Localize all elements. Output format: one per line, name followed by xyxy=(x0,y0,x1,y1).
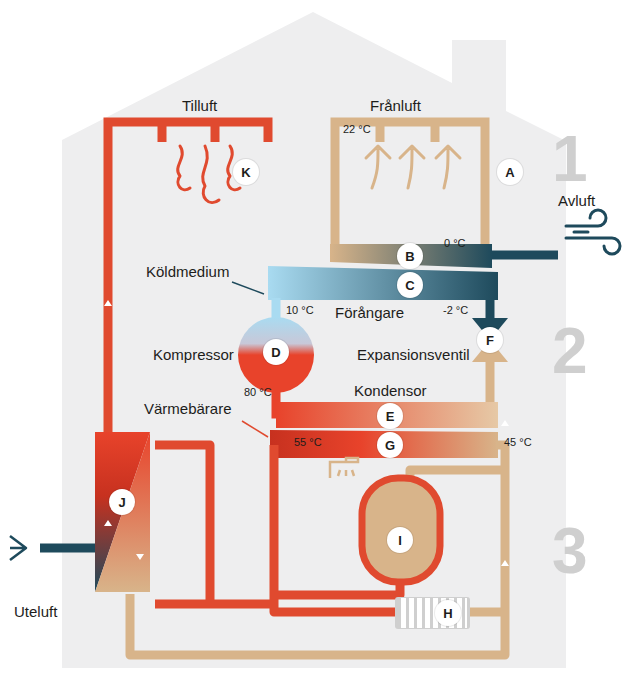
section-number: 2 xyxy=(552,315,588,389)
temperature: 10 °C xyxy=(286,304,314,317)
label-text: Kompressor xyxy=(153,346,234,363)
callout-circle: I xyxy=(387,527,413,553)
callout-circle: A xyxy=(497,159,523,185)
section-number: 1 xyxy=(552,123,588,197)
temperature: 45 °C xyxy=(504,436,532,449)
temperature: 0 °C xyxy=(444,237,466,250)
callout-letter: B xyxy=(405,250,414,263)
section-number: 3 xyxy=(552,515,588,589)
callout-letter: H xyxy=(443,607,452,620)
callout-letter: J xyxy=(118,496,125,509)
label-text: Förångare xyxy=(335,304,404,321)
label-text: Expansionsventil xyxy=(357,346,470,363)
callout-letter: F xyxy=(486,334,494,347)
label-text: Uteluft xyxy=(14,603,57,620)
callout-circle: D xyxy=(263,339,289,365)
callout-circle: E xyxy=(377,403,403,429)
temperature: 55 °C xyxy=(294,436,322,449)
callout-letter: K xyxy=(241,166,250,179)
label-text: Värmebärare xyxy=(144,400,232,417)
temperature: 22 °C xyxy=(343,123,371,136)
callout-circle: K xyxy=(233,159,259,185)
callout-circle: F xyxy=(477,327,503,353)
callout-letter: A xyxy=(505,166,514,179)
label-text: Avluft xyxy=(558,192,595,209)
callout-circle: B xyxy=(397,243,423,269)
callout-circle: G xyxy=(377,432,403,458)
callout-letter: D xyxy=(271,346,280,359)
callout-circle: C xyxy=(397,272,423,298)
callout-letter: C xyxy=(405,279,414,292)
callout-letter: G xyxy=(385,439,395,452)
callout-circle: J xyxy=(109,489,135,515)
callout-letter: E xyxy=(386,410,395,423)
callout-letter: I xyxy=(398,534,402,547)
label-text: Frånluft xyxy=(370,97,421,114)
temperature: 80 °C xyxy=(244,386,272,399)
temperature: -2 °C xyxy=(443,304,468,317)
callout-circle: H xyxy=(435,600,461,626)
label-text: Köldmedium xyxy=(146,263,229,280)
label-text: Tilluft xyxy=(182,97,217,114)
label-text: Kondensor xyxy=(354,382,427,399)
